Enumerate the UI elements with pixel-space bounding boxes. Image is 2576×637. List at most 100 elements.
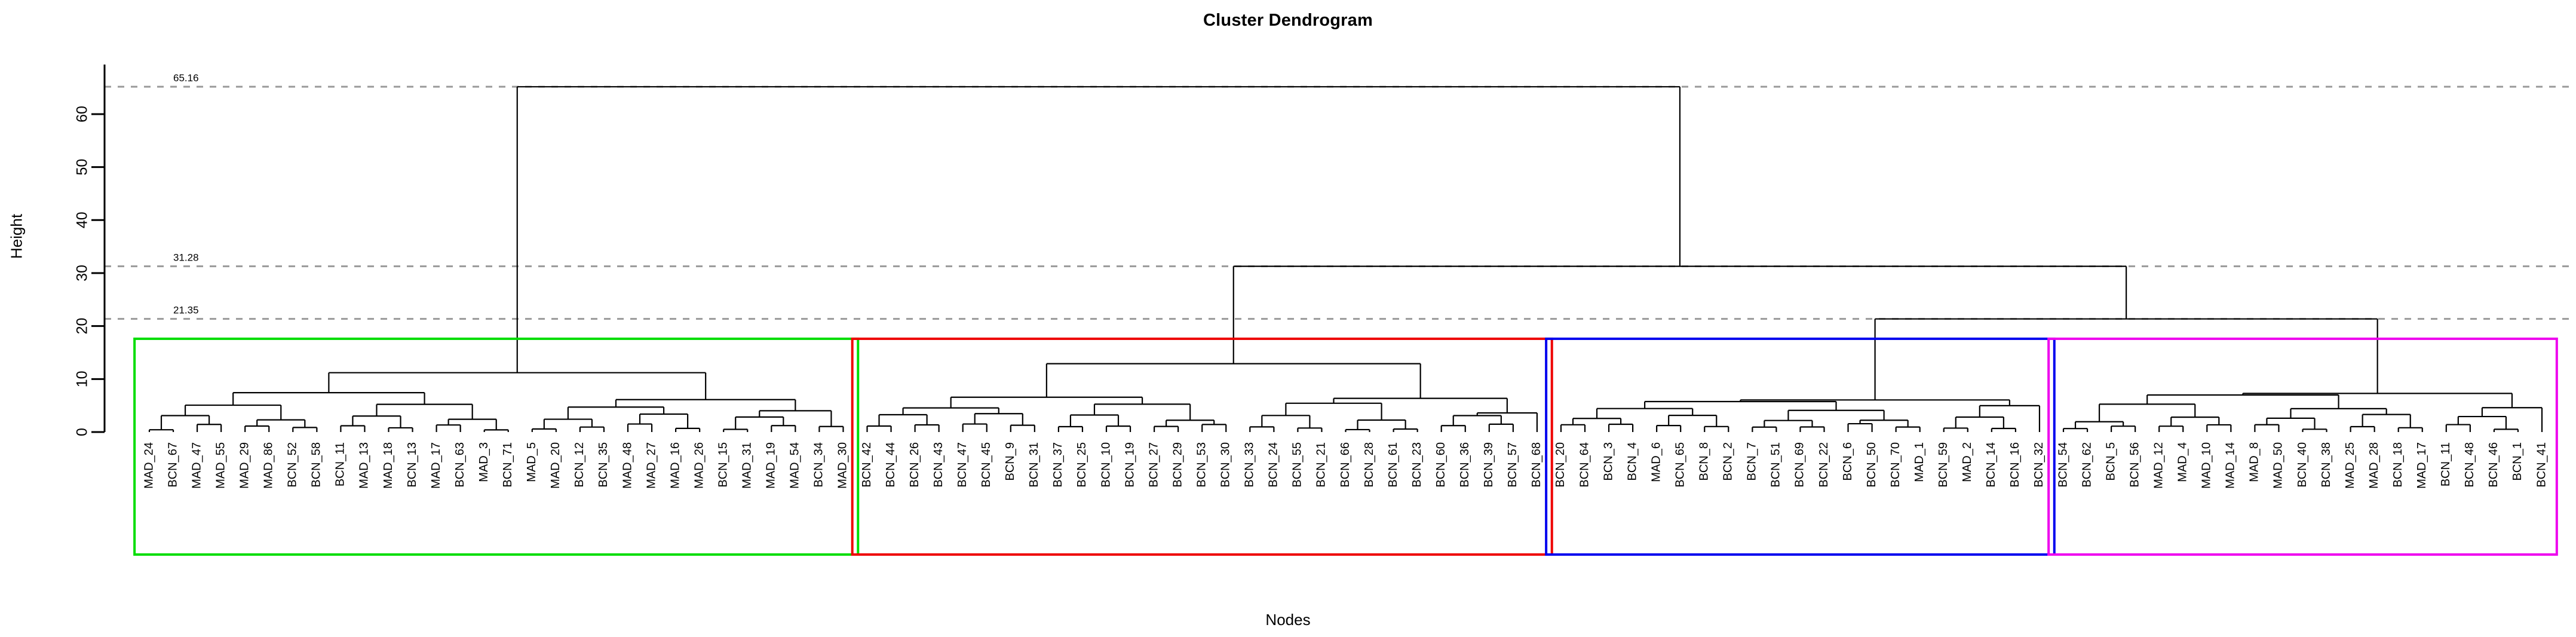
leaf-label: BCN_32	[2032, 442, 2046, 488]
leaf-label: BCN_48	[2463, 442, 2476, 488]
leaf-label: BCN_14	[1985, 442, 1998, 488]
leaf-label: BCN_8	[1698, 442, 1711, 480]
leaf-label: MAD_86	[262, 442, 275, 489]
leaf-label: MAD_3	[477, 442, 490, 482]
leaf-label: BCN_18	[2391, 442, 2405, 488]
leaf-label: MAD_28	[2368, 442, 2381, 489]
leaf-label: BCN_55	[1291, 442, 1304, 488]
leaf-label: MAD_25	[2344, 442, 2357, 489]
leaf-label: BCN_35	[597, 442, 610, 488]
threshold-label-2: 21.35	[173, 305, 199, 316]
leaf-label: BCN_40	[2296, 442, 2309, 488]
y-tick-label-20: 20	[74, 318, 91, 335]
leaf-label: BCN_34	[812, 442, 826, 488]
leaf-label: MAD_54	[789, 442, 802, 489]
leaf-label: BCN_16	[2008, 442, 2022, 488]
leaf-label: BCN_59	[1937, 442, 1950, 488]
leaf-label: BCN_9	[1004, 442, 1017, 480]
y-tick-label-10: 10	[74, 370, 91, 387]
leaf-label: BCN_26	[908, 442, 921, 488]
leaf-label: BCN_6	[1841, 442, 1854, 480]
leaf-label: BCN_54	[2056, 442, 2069, 488]
leaf-label: BCN_5	[2104, 442, 2117, 480]
y-tick-label-0: 0	[74, 428, 91, 436]
leaf-label: MAD_30	[836, 442, 850, 489]
leaf-label: BCN_52	[286, 442, 299, 488]
page-title: Cluster Dendrogram	[1203, 11, 1373, 30]
y-tick-label-60: 60	[74, 106, 91, 122]
leaf-label: BCN_12	[573, 442, 586, 488]
leaf-label: MAD_48	[621, 442, 634, 489]
leaf-label: BCN_53	[1195, 442, 1208, 488]
leaf-label: BCN_33	[1243, 442, 1256, 488]
threshold-label-1: 31.28	[173, 252, 199, 264]
leaf-label: MAD_12	[2152, 442, 2165, 489]
leaf-label: MAD_19	[765, 442, 778, 489]
leaf-label: MAD_24	[142, 442, 155, 489]
leaf-labels: MAD_24 BCN_67 MAD_47 MAD_55 MAD_29 MAD_86 BCN_…	[142, 442, 2548, 489]
leaf-label: MAD_8	[2248, 442, 2261, 482]
leaf-label: BCN_10	[1099, 442, 1112, 488]
cluster-box-2	[851, 337, 1553, 556]
leaf-label: MAD_16	[668, 442, 682, 489]
leaf-label: BCN_30	[1219, 442, 1232, 488]
threshold-lines-group: 65.16 31.28 21.35	[105, 72, 2569, 320]
leaf-label: BCN_57	[1506, 442, 1519, 488]
leaf-label: BCN_60	[1434, 442, 1448, 488]
leaf-label: MAD_5	[525, 442, 538, 482]
leaf-label: MAD_50	[2272, 442, 2285, 489]
leaf-label: BCN_70	[1889, 442, 1902, 488]
leaf-label: BCN_67	[166, 442, 179, 488]
leaf-label: BCN_42	[860, 442, 873, 488]
leaf-label: BCN_45	[980, 442, 993, 488]
leaf-label: BCN_46	[2487, 442, 2500, 488]
leaf-label: BCN_41	[2535, 442, 2548, 488]
leaf-label: BCN_69	[1793, 442, 1807, 488]
leaf-label: BCN_71	[501, 442, 514, 488]
leaf-label: BCN_19	[1123, 442, 1136, 488]
leaf-label: BCN_4	[1626, 442, 1639, 480]
dendrogram-branches	[148, 86, 2543, 432]
leaf-label: BCN_22	[1817, 442, 1830, 488]
leaf-label: BCN_3	[1602, 442, 1615, 480]
leaf-label: MAD_55	[214, 442, 227, 489]
leaf-label: BCN_50	[1865, 442, 1878, 488]
leaf-label: MAD_17	[430, 442, 443, 489]
leaf-label: BCN_51	[1770, 442, 1783, 488]
leaf-label: BCN_68	[1530, 442, 1543, 488]
leaf-label: BCN_37	[1051, 442, 1065, 488]
threshold-label-0: 65.16	[173, 72, 199, 84]
y-tick-label-50: 50	[74, 159, 91, 176]
x-axis-label: Nodes	[1265, 611, 1311, 629]
cluster-boxes	[133, 337, 2558, 556]
leaf-label: BCN_63	[453, 442, 467, 488]
leaf-label: MAD_14	[2224, 442, 2237, 489]
leaf-label: BCN_28	[1363, 442, 1376, 488]
leaf-label: BCN_66	[1339, 442, 1352, 488]
leaf-label: MAD_29	[238, 442, 251, 489]
leaf-label: BCN_58	[310, 442, 323, 488]
leaf-label: BCN_21	[1315, 442, 1328, 488]
leaf-label: MAD_13	[358, 442, 371, 489]
leaf-label: BCN_1	[2511, 442, 2524, 480]
y-tick-label-30: 30	[74, 265, 91, 281]
leaf-label: MAD_47	[190, 442, 203, 489]
leaf-label: BCN_61	[1387, 442, 1400, 488]
leaf-label: BCN_11	[2439, 442, 2452, 486]
leaf-label: BCN_24	[1267, 442, 1280, 488]
leaf-label: BCN_20	[1554, 442, 1567, 488]
leaf-label: MAD_6	[1649, 442, 1663, 482]
leaf-label: MAD_18	[382, 442, 395, 489]
leaf-label: BCN_39	[1482, 442, 1495, 488]
cluster-box-4	[2047, 337, 2558, 556]
leaf-label: BCN_43	[932, 442, 945, 488]
leaf-label: MAD_26	[692, 442, 706, 489]
leaf-label: MAD_2	[1961, 442, 1974, 482]
cluster-box-1	[133, 337, 860, 556]
leaf-label: BCN_2	[1722, 442, 1735, 480]
leaf-label: BCN_11	[334, 442, 347, 486]
leaf-label: MAD_31	[741, 442, 754, 489]
leaf-label: BCN_65	[1673, 442, 1686, 488]
